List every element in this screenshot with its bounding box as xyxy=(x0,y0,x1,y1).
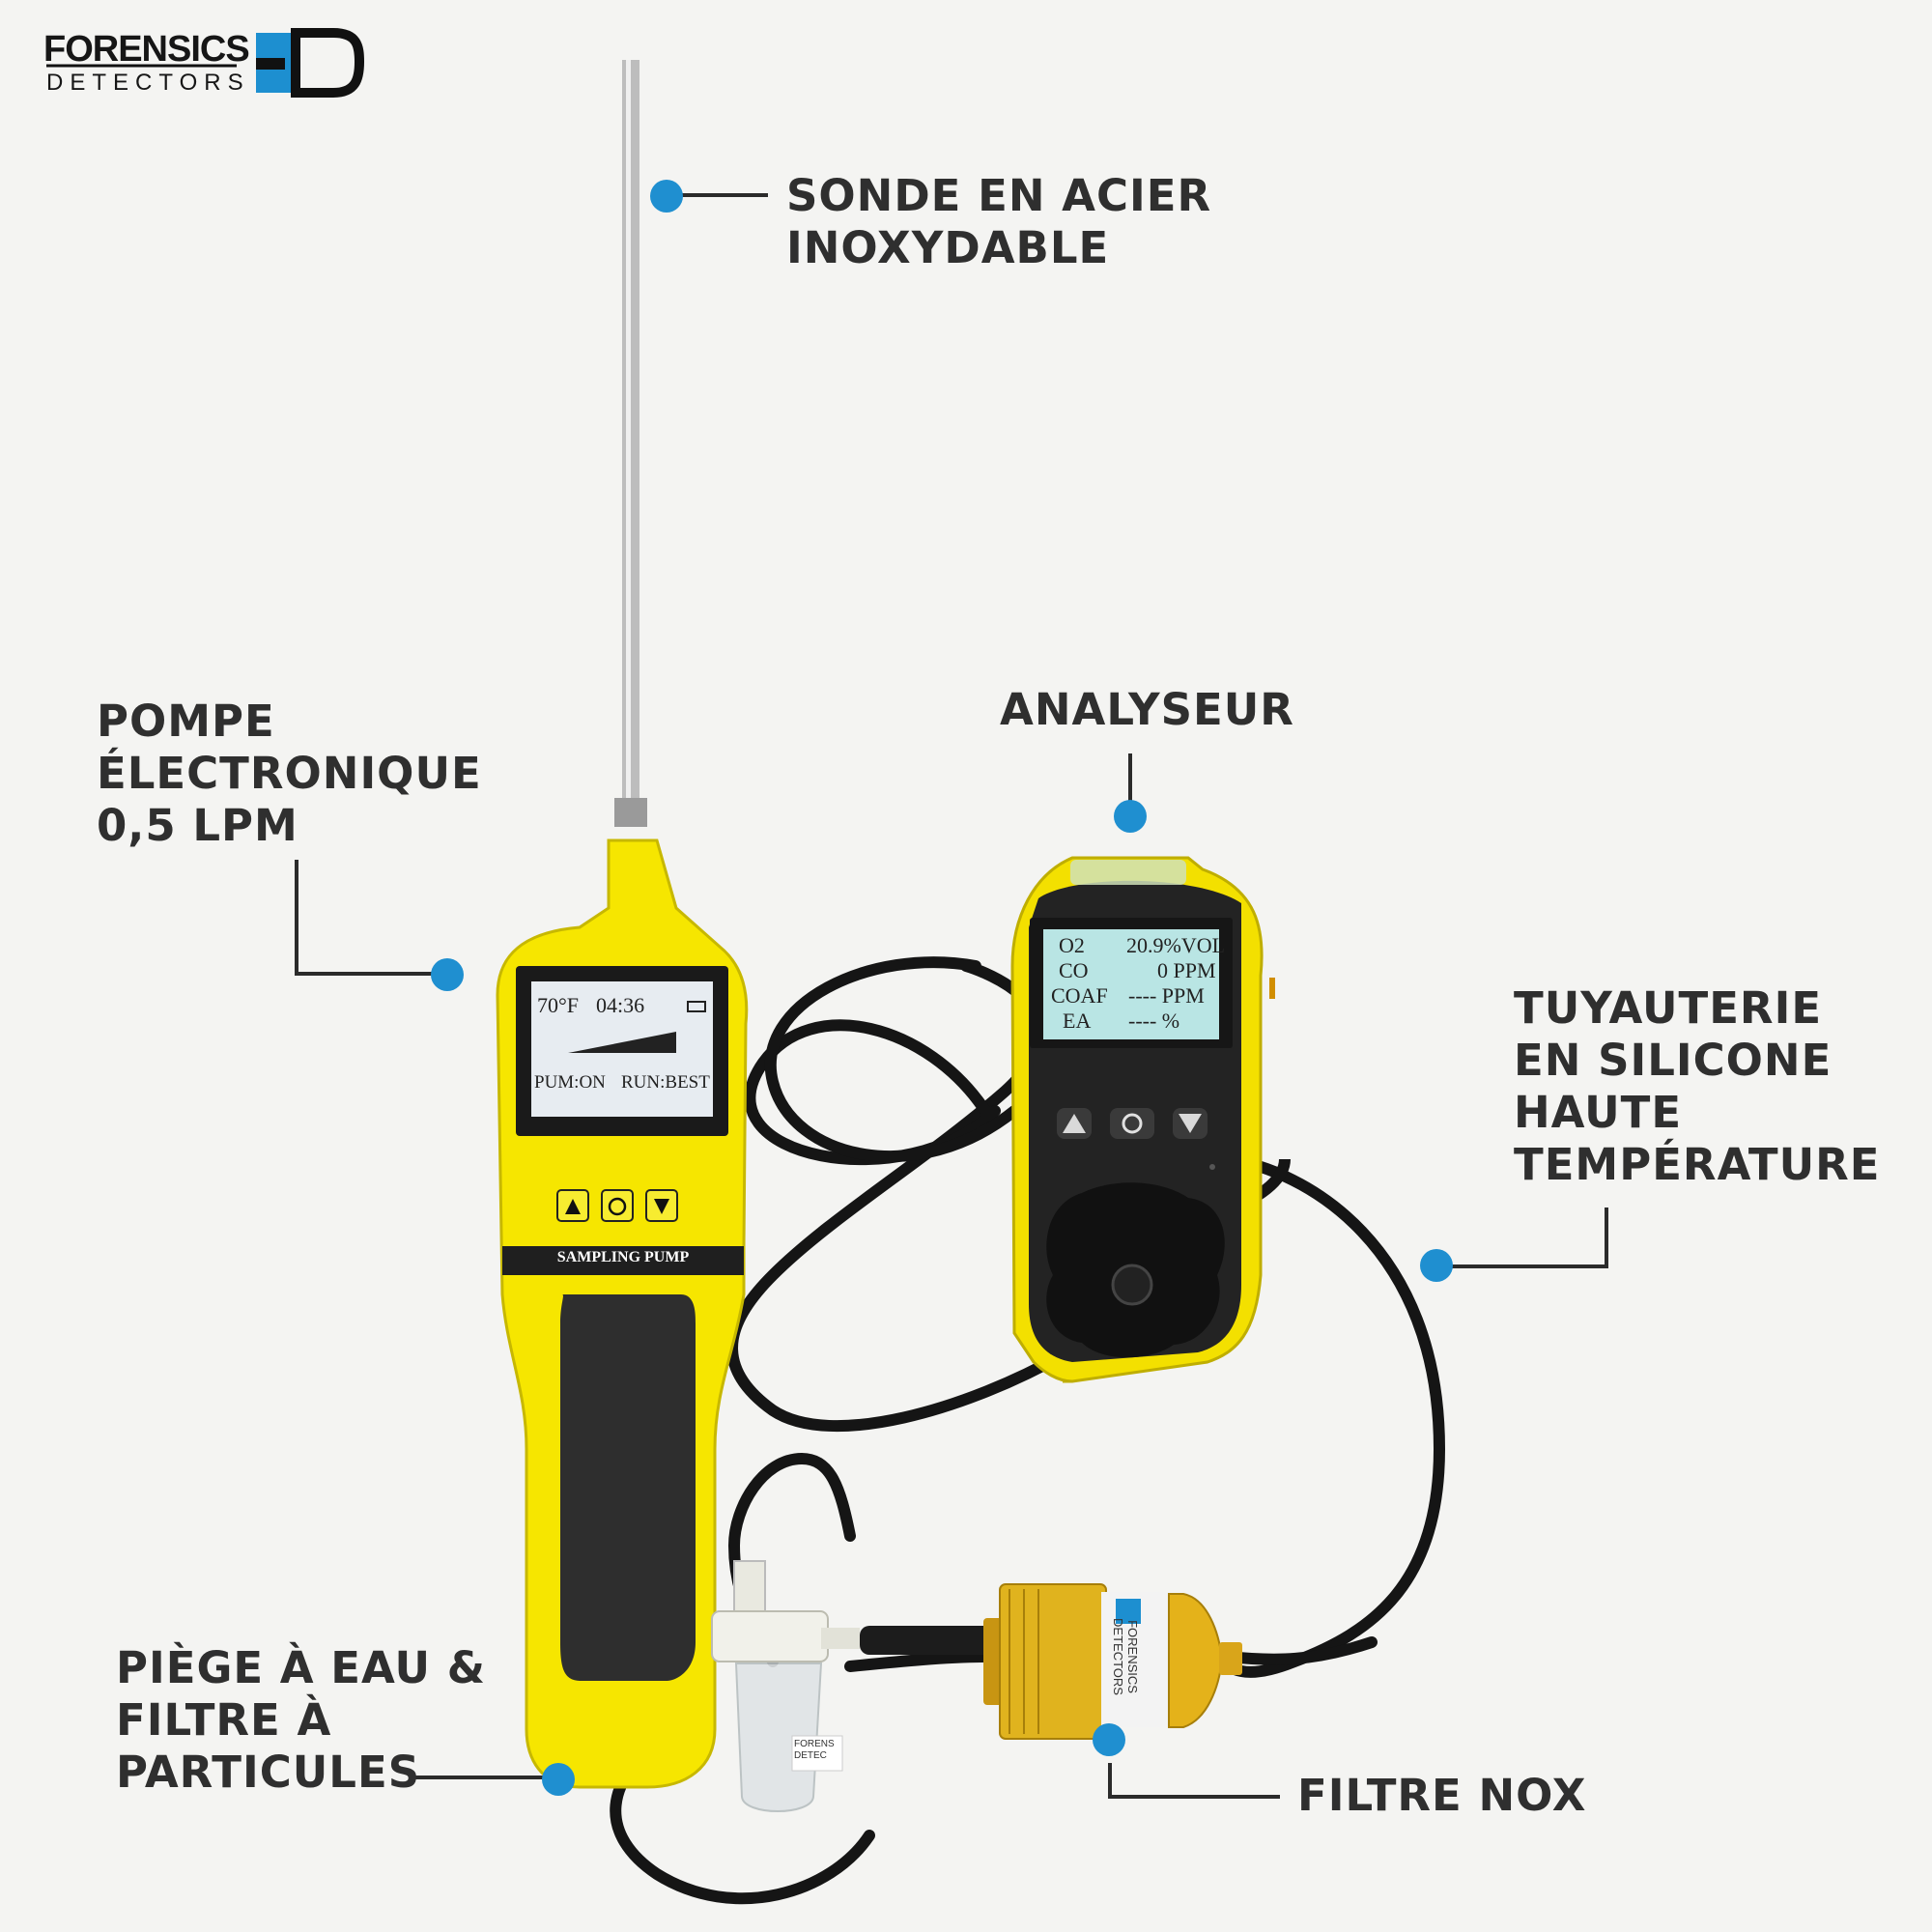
analyzer-dot xyxy=(1114,800,1147,833)
callout-water-trap-line-3: PARTICULES xyxy=(116,1747,421,1798)
logo-wordmark-top: FORENSICS xyxy=(43,29,250,70)
callout-water-trap-line-1: PIÈGE À EAU & xyxy=(116,1642,486,1693)
tubing-dot xyxy=(1420,1249,1453,1282)
callout-lines xyxy=(295,193,1608,1799)
callout-pump-line-2: ÉLECTRONIQUE xyxy=(97,748,482,799)
pump-dot xyxy=(431,958,464,991)
pump-band-label: SAMPLING PUMP xyxy=(556,1249,690,1265)
pump-buttons xyxy=(556,1189,678,1222)
callout-nox-filter: FILTRE NOX xyxy=(1297,1770,1586,1822)
analyzer-row-value: ---- PPM xyxy=(1128,983,1205,1008)
nox-filter xyxy=(983,1583,1242,1740)
analyzer-row-value: 20.9%VOL xyxy=(1126,933,1226,957)
pump-screen-time: 04:36 xyxy=(596,993,645,1017)
analyzer-row-gas: CO xyxy=(1059,958,1089,982)
fd-logo-icon xyxy=(46,28,365,98)
analyzer-row-value: ---- % xyxy=(1128,1009,1180,1033)
water-trap-brand-label: FORENS DETEC xyxy=(794,1739,835,1761)
callout-water-trap-line-2: FILTRE À xyxy=(116,1694,332,1746)
pump-screen-status-left: PUM:ON xyxy=(534,1072,606,1093)
callout-probe: SONDE EN ACIER INOXYDABLE xyxy=(786,170,1211,274)
analyzer-row-gas: EA xyxy=(1063,1009,1092,1033)
steel-probe xyxy=(614,60,647,827)
water-trap xyxy=(711,1560,995,1812)
callout-analyzer-line-1: ANALYSEUR xyxy=(1000,684,1294,735)
sampling-pump xyxy=(496,838,749,1789)
analyzer-buttons xyxy=(1057,1108,1208,1139)
callout-pump-line-3: 0,5 LPM xyxy=(97,800,298,851)
callout-dots xyxy=(431,180,1453,1796)
pump-screen-temp: 70°F xyxy=(537,993,580,1017)
analyzer-row-gas: COAF xyxy=(1051,983,1108,1008)
callout-tubing-line-2: EN SILICONE xyxy=(1514,1035,1833,1086)
callout-tubing-line-3: HAUTE xyxy=(1514,1087,1683,1138)
callout-pump: POMPE ÉLECTRONIQUE 0,5 LPM xyxy=(97,696,482,852)
pump-screen-status-right: RUN:BEST xyxy=(621,1072,710,1093)
callout-probe-line-1: SONDE EN ACIER xyxy=(786,170,1212,221)
analyzer-row-value: 0 PPM xyxy=(1157,958,1216,982)
gas-analyzer xyxy=(1010,856,1275,1383)
callout-tubing-line-1: TUYAUTERIE xyxy=(1514,982,1823,1034)
callout-tubing: TUYAUTERIE EN SILICONE HAUTE TEMPÉRATURE xyxy=(1514,982,1881,1191)
logo-wordmark-bottom: DETECTORS xyxy=(46,70,250,96)
nox-dot xyxy=(1093,1723,1125,1756)
callout-probe-line-2: INOXYDABLE xyxy=(786,222,1110,273)
callout-pump-line-1: POMPE xyxy=(97,696,275,747)
callout-analyzer: ANALYSEUR xyxy=(1000,684,1294,736)
probe-dot xyxy=(650,180,683,213)
water-trap-dot xyxy=(542,1763,575,1796)
analyzer-row-gas: O2 xyxy=(1059,933,1085,957)
callout-tubing-line-4: TEMPÉRATURE xyxy=(1514,1139,1881,1190)
callout-nox-line-1: FILTRE NOX xyxy=(1297,1770,1587,1821)
callout-water-trap: PIÈGE À EAU & FILTRE À PARTICULES xyxy=(116,1642,486,1799)
nox-filter-brand-label: FORENSICS DETECTORS xyxy=(1111,1618,1140,1695)
